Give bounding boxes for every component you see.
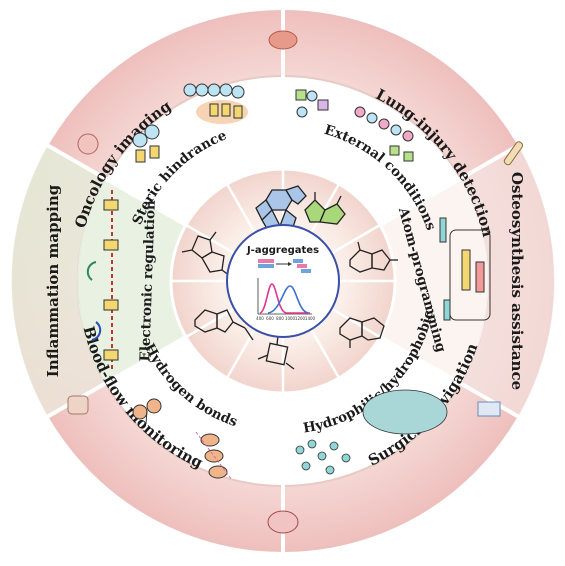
steric-hindrance-illustration (132, 83, 248, 163)
bodipy-molecule (304, 192, 346, 225)
brain-vessel-icon (267, 510, 299, 534)
molecule-structures (181, 185, 398, 370)
spectrum-tick-label: 800 (276, 316, 284, 321)
spectrum-tick-label: 400 (256, 316, 264, 321)
external-conditions-illustration (295, 89, 414, 162)
hydrogen-bonds-illustration (132, 398, 233, 481)
hydrophobic-illustration (295, 389, 448, 475)
tissue-icon (77, 133, 99, 155)
spectrum-tick-label: 1200 (295, 316, 306, 321)
spectrum-tick-label: 1000 (285, 316, 296, 321)
atom-programming-illustration (439, 217, 491, 321)
aggregate-illustration (258, 259, 311, 273)
indole-molecule (194, 309, 254, 341)
spectrum-tick-label: 600 (266, 316, 274, 321)
xray-icon (477, 401, 501, 417)
bone-icon (503, 141, 524, 166)
monomer-absorption-curve (259, 283, 310, 314)
spectrum-tick-label: 1400 (305, 316, 316, 321)
electronic-regulation-illustration (86, 190, 119, 370)
squaraine-molecule (257, 334, 295, 370)
center-title: J-aggregates (246, 245, 319, 256)
label-electronic-regulation: Electronic regulation (137, 200, 159, 362)
jaggregate-absorption-curve (267, 285, 309, 314)
aromatic-molecule (339, 317, 385, 348)
fused-ring-molecule (349, 241, 398, 273)
label-osteosynthesis-assistance: Osteosynthesis assistance (508, 172, 526, 390)
label-inflammation-mapping: Inflammation mapping (44, 184, 62, 377)
lung-icon (268, 30, 298, 50)
joint-icon (67, 395, 89, 415)
